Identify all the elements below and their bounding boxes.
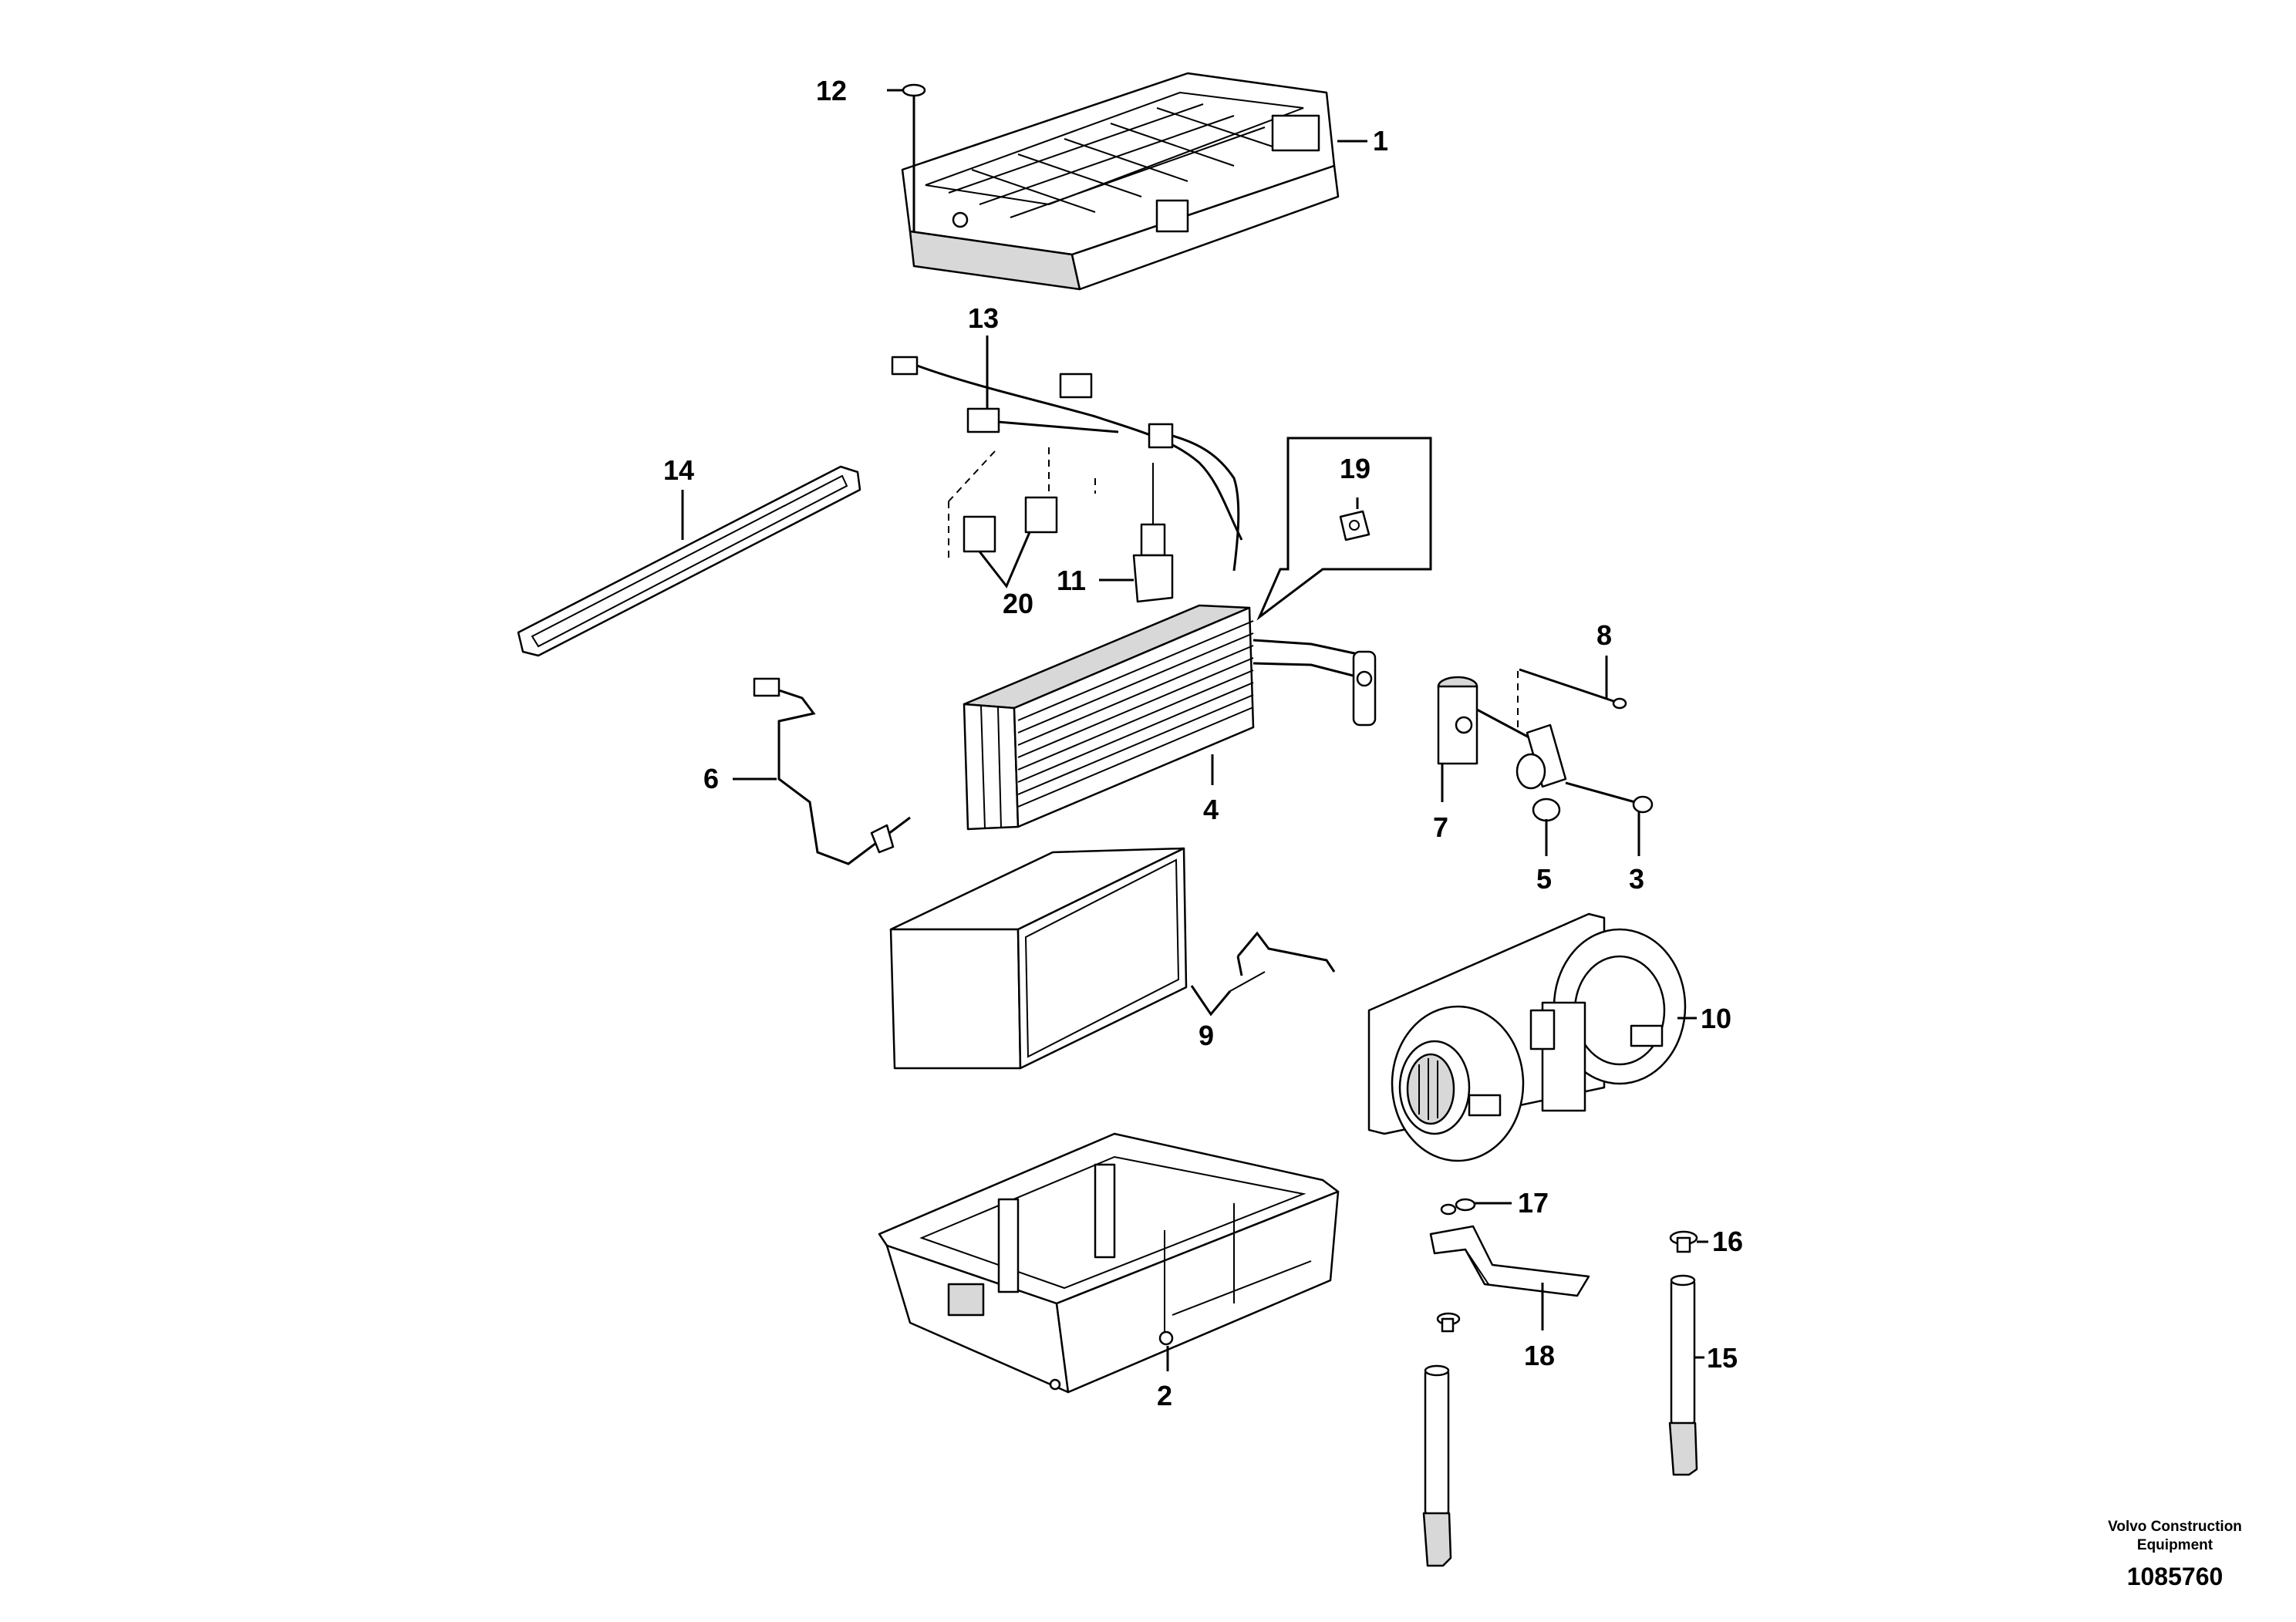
part-20-relays [948, 447, 1096, 563]
callout-1: 1 [1373, 125, 1388, 157]
footer: Volvo Construction Equipment 1085760 [2108, 1519, 2242, 1590]
callout-10: 10 [1701, 1003, 1731, 1034]
callout-6: 6 [703, 763, 719, 794]
footer-company-line2: Equipment [2137, 1537, 2213, 1553]
part-6-sensor [753, 677, 911, 865]
callout-7: 7 [1433, 811, 1448, 843]
part-18-bracket [1429, 1225, 1590, 1297]
part-13-wiring-harness [891, 356, 1243, 572]
callout-17: 17 [1518, 1187, 1549, 1219]
part-2-lower-housing [878, 1132, 1340, 1394]
part-16-clamp [1669, 1230, 1698, 1253]
part-15-drain-hose [1668, 1274, 1698, 1476]
callout-12: 12 [816, 75, 847, 106]
footer-company-line1: Volvo Construction [2108, 1519, 2242, 1535]
callout-2: 2 [1157, 1380, 1172, 1411]
callout-14: 14 [663, 454, 694, 486]
left-drain-hose [1422, 1312, 1461, 1567]
callout-8: 8 [1596, 619, 1612, 651]
part-9-insulation-box [889, 847, 1188, 1070]
callout-5: 5 [1536, 863, 1552, 895]
callout-labels: 1 2 3 4 5 6 7 8 9 10 11 12 13 14 15 16 1… [663, 75, 1743, 1411]
callout-13: 13 [968, 302, 999, 334]
part-11-resistor [1132, 463, 1174, 603]
leader-lines [681, 89, 1708, 1371]
callout-15: 15 [1707, 1342, 1738, 1374]
part-4-evaporator [963, 604, 1377, 831]
callout-3: 3 [1629, 863, 1644, 895]
part-1-upper-housing [901, 72, 1340, 291]
callout-19: 19 [1340, 453, 1371, 484]
part-8-bolt [1519, 668, 1627, 710]
part-3-bolt [1565, 781, 1654, 814]
part-10-blower [1367, 912, 1687, 1162]
callout-11: 11 [1057, 565, 1086, 596]
part-7-expansion-valve [1437, 676, 1536, 765]
part-5-fitting [1515, 671, 1567, 822]
callout-4: 4 [1203, 794, 1219, 825]
callout-18: 18 [1524, 1340, 1555, 1371]
part-17-nut [1440, 1198, 1476, 1216]
document-number: 1085760 [2127, 1563, 2224, 1590]
callout-9: 9 [1199, 1020, 1214, 1051]
part-9-bracket [1190, 931, 1336, 1017]
callout-20: 20 [1003, 588, 1033, 619]
callout-16: 16 [1712, 1226, 1743, 1257]
part-19-inset [1256, 437, 1432, 621]
part-14-gasket [517, 465, 861, 657]
